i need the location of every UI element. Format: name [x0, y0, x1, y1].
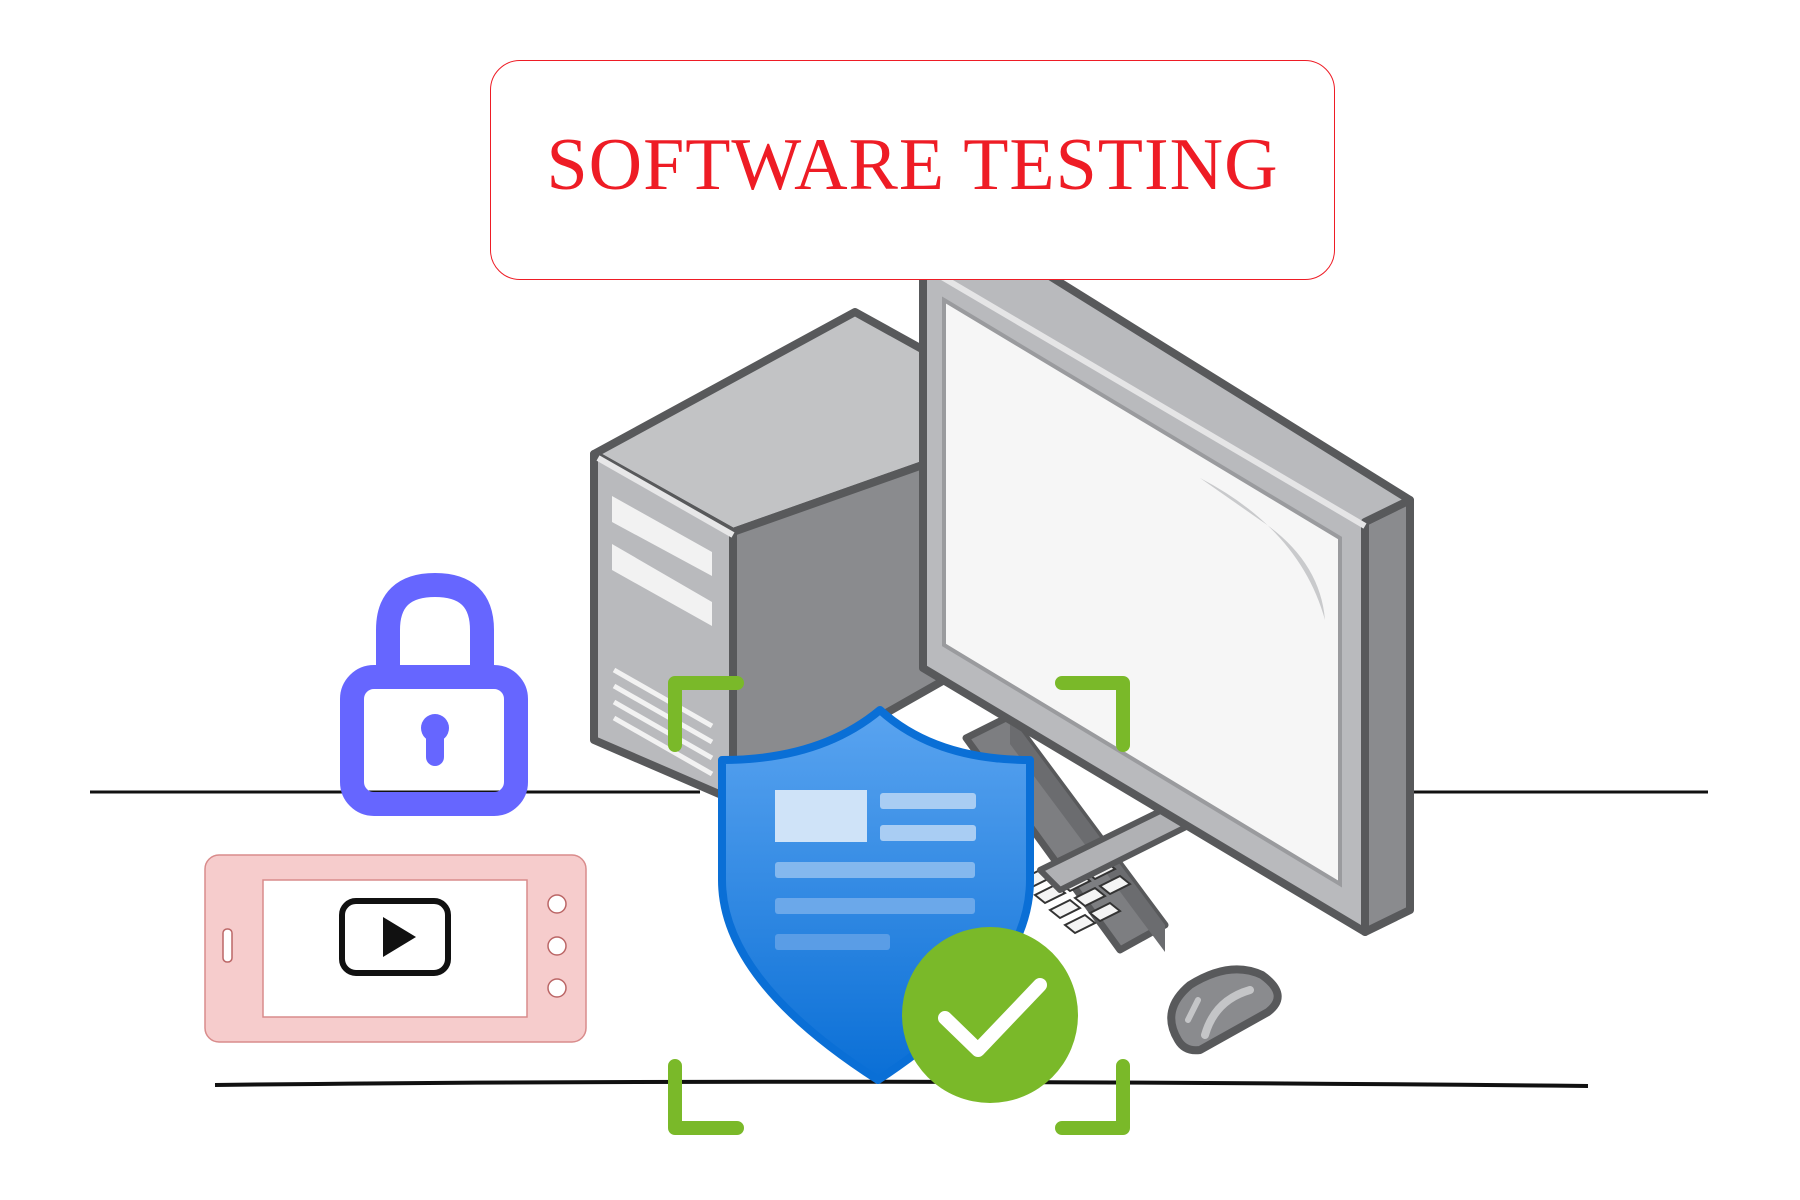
phone-button-3 — [547, 978, 567, 998]
scan-corner-bottom-right — [1055, 1059, 1130, 1135]
padlock-icon — [340, 573, 528, 816]
floor-line — [214, 1079, 1589, 1088]
phone-button-1 — [547, 894, 567, 914]
drive-bay-2 — [612, 544, 712, 626]
play-button-icon — [339, 898, 451, 976]
page-title: SOFTWARE TESTING — [546, 124, 1279, 206]
scan-frame — [668, 676, 1130, 1135]
scan-corner-top-right — [1055, 676, 1130, 752]
title-banner: SOFTWARE TESTING — [490, 60, 1335, 280]
tower-vents — [612, 667, 714, 777]
shield-doc-image — [775, 790, 867, 842]
phone-button-2 — [547, 936, 567, 956]
checkmark-icon — [902, 927, 1078, 1103]
monitor-screen — [942, 296, 1342, 888]
mouse-icon — [1167, 965, 1282, 1055]
phone-speaker — [222, 928, 233, 963]
scan-corner-top-left — [668, 676, 744, 752]
smartphone-video-icon — [204, 854, 587, 1043]
drive-bay-1 — [612, 496, 712, 576]
scan-corner-bottom-left — [668, 1059, 744, 1135]
monitor-side — [1361, 496, 1414, 936]
